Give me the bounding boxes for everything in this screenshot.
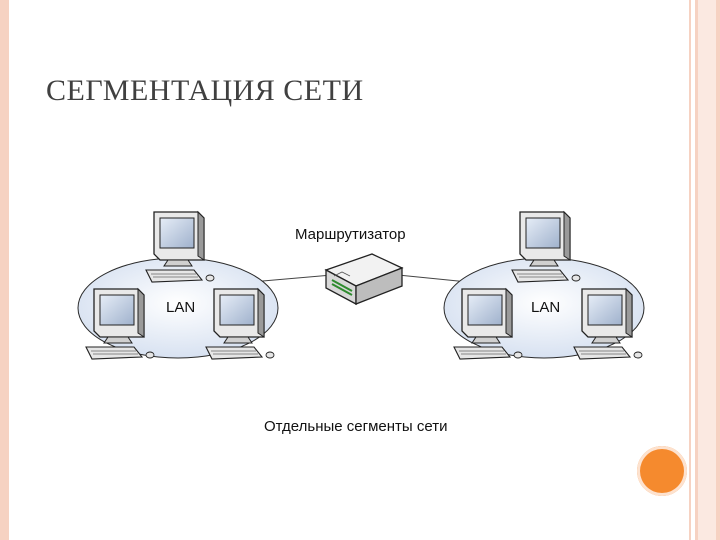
network-segmentation-diagram: Маршрутизатор LAN LAN Отдельные сегменты… bbox=[60, 190, 680, 440]
decorative-circle bbox=[637, 446, 687, 496]
lan-right-label: LAN bbox=[531, 299, 560, 316]
router-label: Маршрутизатор bbox=[295, 226, 406, 243]
lan-left-label: LAN bbox=[166, 299, 195, 316]
computer-icon bbox=[206, 289, 274, 359]
router-icon bbox=[326, 254, 402, 304]
slide-frame-right-edge bbox=[716, 0, 720, 540]
slide-title: СЕГМЕНТАЦИЯ СЕТИ bbox=[46, 74, 364, 108]
slide-frame-right-line bbox=[689, 0, 691, 540]
slide-frame-left bbox=[0, 0, 9, 540]
diagram-caption: Отдельные сегменты сети bbox=[264, 418, 447, 435]
computer-icon bbox=[574, 289, 642, 359]
